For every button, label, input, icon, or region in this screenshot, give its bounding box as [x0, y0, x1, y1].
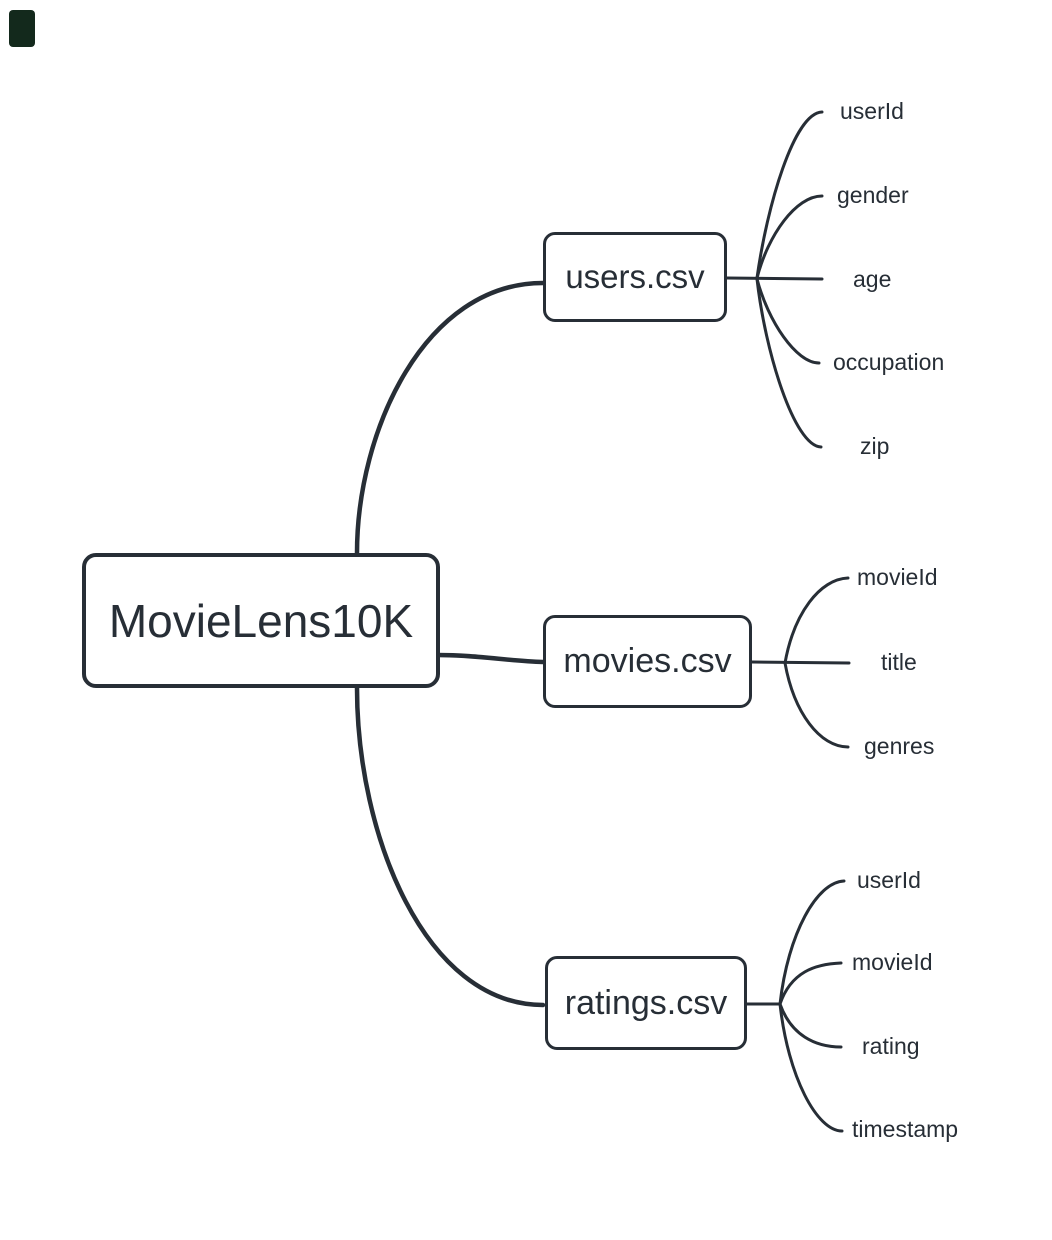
field-label-users-zip: zip	[860, 433, 890, 460]
field-label-ratings-timestamp: timestamp	[852, 1116, 959, 1143]
field-label-movies-movieid: movieId	[857, 564, 938, 591]
edge-ratings-timestamp	[778, 1002, 844, 1133]
edge-users-age-line	[725, 276, 824, 281]
file-node-users-label: users.csv	[565, 258, 705, 295]
edge-root-ratings	[354, 685, 546, 1008]
field-label-users-userid: userId	[840, 98, 904, 125]
edge-ratings-rating	[778, 1002, 843, 1049]
root-node-label: MovieLens10K	[108, 594, 414, 647]
field-label-movies-genres: genres	[864, 733, 935, 760]
corner-mark	[9, 10, 35, 47]
file-node-movies-label: movies.csv	[563, 642, 732, 680]
field-label-ratings-movieid: movieId	[852, 949, 933, 976]
file-node-users: users.csv	[543, 232, 727, 322]
edge-users-gender	[755, 194, 824, 280]
field-label-ratings-userid: userId	[857, 867, 921, 894]
edge-users-userid	[755, 110, 824, 280]
edge-movies-title-line	[750, 660, 851, 665]
edge-ratings-movieid	[778, 961, 843, 1006]
edge-users-occupation	[755, 277, 821, 365]
edge-movies-genres	[783, 661, 850, 749]
edge-root-movies	[434, 652, 546, 665]
field-label-ratings-rating: rating	[862, 1033, 920, 1060]
file-node-movies: movies.csv	[543, 615, 752, 708]
edge-root-users	[354, 280, 546, 556]
edge-ratings-userid	[778, 879, 846, 1006]
root-node: MovieLens10K	[82, 553, 440, 688]
edge-users-zip	[755, 277, 823, 449]
field-label-users-gender: gender	[837, 182, 909, 209]
field-label-users-occupation: occupation	[833, 349, 945, 376]
edge-movies-movieid	[783, 576, 850, 665]
file-node-ratings-label: ratings.csv	[564, 983, 728, 1022]
field-label-users-age: age	[853, 266, 892, 293]
field-label-movies-title: title	[881, 649, 917, 676]
file-node-ratings: ratings.csv	[545, 956, 747, 1050]
